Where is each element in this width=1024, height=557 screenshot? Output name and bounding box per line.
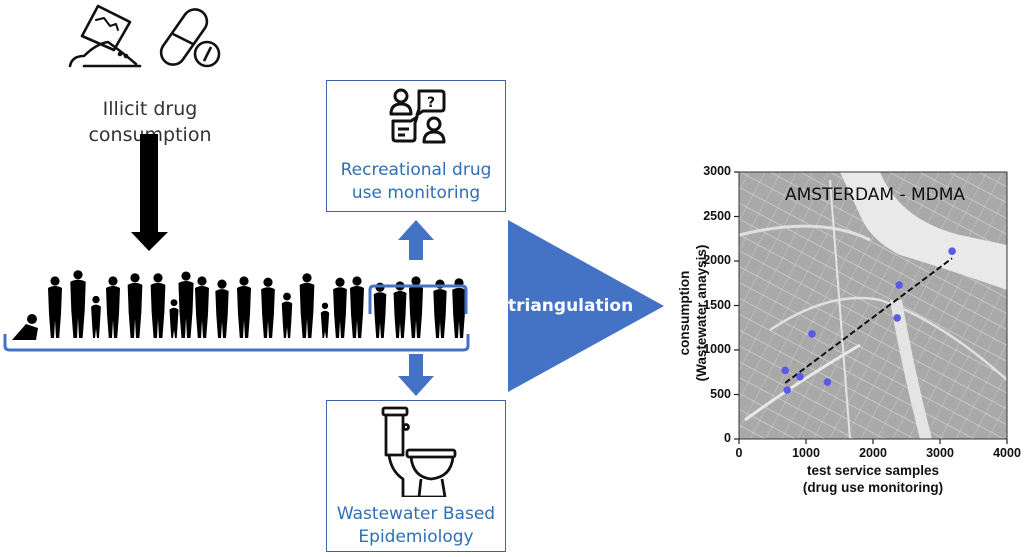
person-silhouette [261,287,275,338]
person-silhouette [108,276,118,286]
up-arrow-icon [398,220,434,260]
person-silhouette [302,273,312,283]
people-silhouettes-icon [12,314,38,340]
person-silhouette [333,287,347,338]
data-point [808,330,816,338]
wastewater-epidemiology-box: Wastewater Based Epidemiology [326,400,506,552]
data-point [948,247,956,256]
toilet-icon [381,406,457,497]
person-silhouette [321,302,329,310]
data-point [796,372,804,381]
person-silhouette [130,273,140,283]
person-silhouette [106,286,120,338]
svg-text:?: ? [427,95,435,111]
x-tick-label: 2000 [859,446,887,460]
x-tick-label: 3000 [926,446,954,460]
person-silhouette [281,301,293,338]
person-silhouette [393,290,407,338]
drug-icons [68,4,221,68]
population-brace [3,334,470,352]
chart-title: AMSTERDAM - MDMA [784,185,966,205]
person-silhouette [283,292,291,301]
person-silhouette [153,273,163,283]
triangulation-triangle [508,220,664,392]
person-silhouette [170,299,178,307]
person-silhouette [73,270,83,280]
recreational-monitoring-box: ? Recreational drug use monitoring [326,80,506,212]
person-silhouette [433,289,447,338]
y-tick-label: 2500 [703,208,731,223]
data-point [781,366,790,375]
y-axis-label: consumption (Wastewater anaysis) [677,244,709,382]
person-silhouette [452,287,466,338]
person-silhouette [70,279,86,338]
person-silhouette [352,276,362,286]
person-silhouette [197,276,207,286]
recreational-bracket [368,284,468,314]
person-silhouette [178,281,194,338]
person-silhouette [127,282,143,338]
person-silhouette [350,286,364,338]
person-silhouette [263,277,273,287]
y-tick-label: 1000 [703,342,731,356]
people-chat-icon: ? [389,88,446,144]
person-silhouette [239,276,249,286]
wastewater-label: Wastewater Based Epidemiology [336,504,496,547]
data-point [783,386,792,394]
data-point [895,281,903,289]
triangulation-label: triangulation [508,296,634,316]
person-silhouette [320,310,330,338]
y-tick-label: 3000 [703,164,731,178]
person-silhouette [150,282,166,338]
person-silhouette [373,292,387,338]
down-blue-arrow-icon [398,354,434,396]
person-silhouette [409,286,423,338]
y-tick-label: 2000 [703,253,731,267]
person-silhouette [50,276,60,286]
recreational-label: Recreational drug use monitoring [340,160,492,203]
data-point [893,314,901,322]
person-silhouette [169,307,179,338]
pill-capsule-icon [159,8,221,68]
population-silhouettes [3,270,470,352]
x-tick-label: 4000 [993,446,1021,460]
person-silhouette [48,286,62,338]
person-silhouette [181,271,191,281]
map-background [739,172,1007,439]
person-silhouette [92,295,100,304]
person-silhouette [195,286,209,338]
y-tick-label: 500 [710,386,731,401]
person-silhouette [215,289,229,338]
person-silhouette [237,286,251,338]
person-silhouette [217,279,227,289]
data-point [823,378,832,386]
x-tick-label: 0 [735,446,743,460]
trend-line [784,257,953,384]
person-silhouette [335,277,345,287]
person-silhouette [299,282,315,338]
y-tick-label: 0 [724,431,731,445]
down-arrow-icon [131,134,168,251]
person-silhouette [91,304,101,338]
powder-razor-icon [68,4,142,68]
y-tick-label: 1500 [703,297,731,312]
person-silhouette [411,276,421,286]
x-axis-label: test service samples (drug use monitorin… [802,463,944,495]
x-tick-label: 1000 [792,446,820,460]
